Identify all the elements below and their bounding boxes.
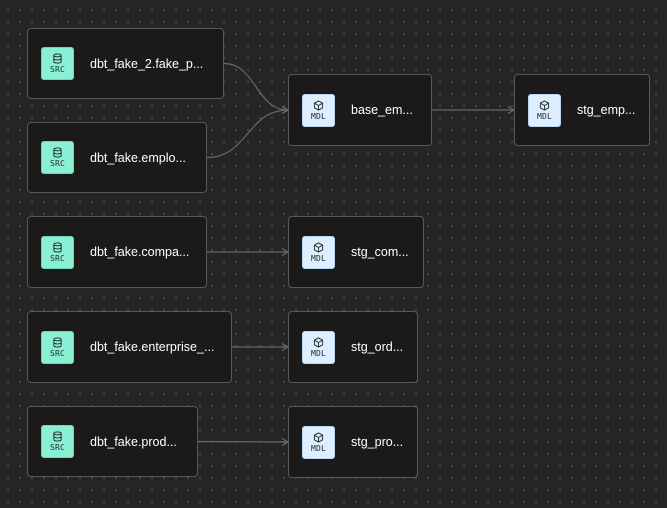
- badge-text: MDL: [536, 111, 553, 121]
- model-node-stg-ord[interactable]: MDL stg_ord...: [288, 311, 418, 383]
- database-icon: [53, 53, 62, 64]
- cube-icon: [313, 431, 324, 443]
- cube-icon: [539, 99, 550, 111]
- node-label: base_em...: [351, 103, 413, 117]
- database-icon: [53, 431, 62, 442]
- database-icon: [53, 241, 62, 253]
- edge-src2-to-mdl_base: [206, 109, 289, 159]
- model-node-stg-pro[interactable]: MDL stg_pro...: [288, 406, 418, 478]
- cube-icon: [313, 241, 324, 253]
- edge-src5-to-mdl_stg_pro: [197, 440, 289, 443]
- badge-text: SRC: [49, 159, 66, 168]
- source-badge: SRC: [41, 425, 74, 458]
- cube-icon: [313, 99, 324, 111]
- source-badge: SRC: [41, 47, 74, 80]
- model-badge: MDL: [302, 330, 335, 364]
- database-icon: [53, 336, 62, 348]
- node-label: stg_com...: [351, 245, 409, 259]
- source-badge: SRC: [41, 141, 74, 174]
- model-badge: MDL: [302, 235, 335, 269]
- source-node-dbt-fake-2-fake-p[interactable]: SRC dbt_fake_2.fake_p...: [27, 28, 224, 99]
- badge-text: SRC: [49, 348, 66, 358]
- model-node-stg-emp[interactable]: MDL stg_emp...: [514, 74, 650, 146]
- database-icon: [53, 147, 62, 158]
- badge-text: MDL: [310, 253, 327, 263]
- badge-text: MDL: [310, 111, 327, 121]
- source-node-dbt-fake-emplo[interactable]: SRC dbt_fake.emplo...: [27, 122, 207, 193]
- model-badge: MDL: [528, 93, 561, 127]
- badge-text: SRC: [49, 65, 66, 74]
- cube-icon: [313, 336, 324, 348]
- model-badge: MDL: [302, 425, 335, 459]
- badge-text: SRC: [49, 443, 66, 452]
- source-node-dbt-fake-compa[interactable]: SRC dbt_fake.compa...: [27, 216, 207, 288]
- source-badge: SRC: [41, 235, 74, 269]
- node-label: dbt_fake.emplo...: [90, 150, 186, 165]
- badge-text: SRC: [49, 253, 66, 263]
- model-badge: MDL: [302, 93, 335, 127]
- node-label: stg_pro...: [351, 435, 404, 449]
- node-label: stg_emp...: [577, 103, 636, 117]
- model-node-stg-com[interactable]: MDL stg_com...: [288, 216, 424, 288]
- source-node-dbt-fake-prod[interactable]: SRC dbt_fake.prod...: [27, 406, 198, 477]
- node-label: dbt_fake.enterprise_...: [90, 340, 215, 354]
- model-node-base-em[interactable]: MDL base_em...: [288, 74, 432, 146]
- node-label: dbt_fake_2.fake_p...: [90, 56, 204, 71]
- source-node-dbt-fake-enterprise[interactable]: SRC dbt_fake.enterprise_...: [27, 311, 232, 383]
- edge-src1-to-mdl_base: [223, 62, 289, 111]
- badge-text: MDL: [310, 443, 327, 453]
- source-badge: SRC: [41, 330, 74, 364]
- node-label: dbt_fake.prod...: [90, 434, 177, 449]
- node-label: dbt_fake.compa...: [90, 245, 190, 259]
- node-label: stg_ord...: [351, 340, 404, 354]
- badge-text: MDL: [310, 348, 327, 358]
